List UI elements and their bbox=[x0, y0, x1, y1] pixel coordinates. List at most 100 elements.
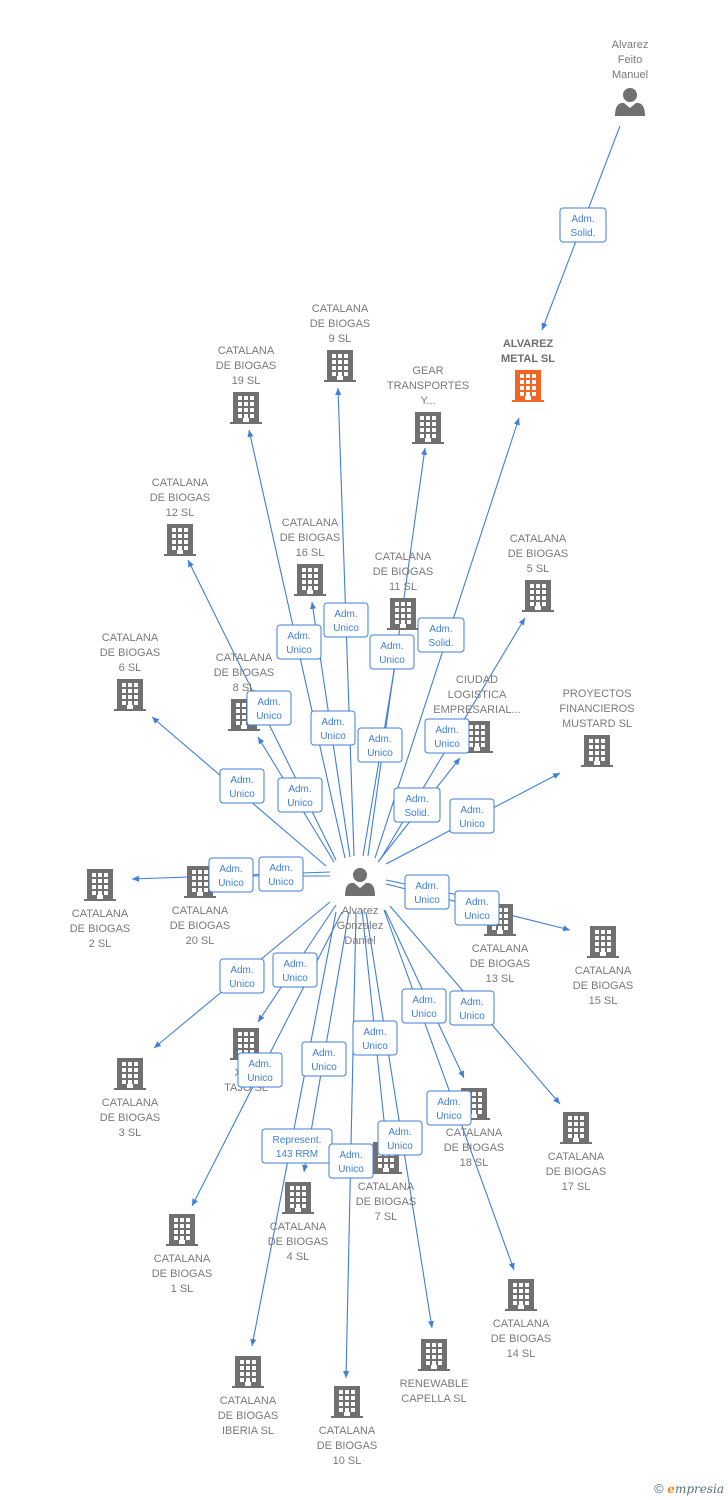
edge-label-line: Unico bbox=[459, 819, 485, 830]
edge-label-box bbox=[454, 890, 500, 926]
edge-label-daniel-cb12[interactable]: Adm.Unico bbox=[246, 690, 292, 726]
building-window bbox=[345, 1396, 349, 1400]
building-base bbox=[484, 934, 516, 936]
edge-label-daniel-cb1[interactable]: Adm.Unico bbox=[237, 1052, 283, 1088]
node-label-line: CATALANA bbox=[358, 1181, 415, 1193]
edge-label-line: Adm. bbox=[269, 863, 292, 874]
node-label-line: DE BIOGAS bbox=[491, 1333, 552, 1345]
building-window bbox=[302, 1204, 306, 1208]
building-window bbox=[574, 1128, 578, 1132]
building-window bbox=[246, 1378, 250, 1382]
building-window bbox=[478, 1092, 482, 1096]
building-icon bbox=[84, 869, 116, 901]
edge-label-box bbox=[219, 768, 265, 804]
edge-label-daniel-cb9[interactable]: Adm.Unico bbox=[323, 602, 369, 638]
edge-label-daniel-gear[interactable]: Adm.Unico bbox=[369, 634, 415, 670]
edge-label-daniel-cb4[interactable]: Adm.Unico bbox=[301, 1041, 347, 1077]
building-base bbox=[166, 1244, 198, 1246]
edge-label-daniel-cb11[interactable]: Adm.Unico bbox=[357, 727, 403, 763]
copyright-notice: © empresia bbox=[654, 1481, 724, 1496]
building-window bbox=[568, 1122, 572, 1126]
building-window bbox=[338, 372, 342, 376]
building-window bbox=[250, 396, 254, 400]
edge-label-daniel-cb6[interactable]: Adm.Unico bbox=[219, 768, 265, 804]
edge-label-line: Unico bbox=[287, 798, 313, 809]
edge-label-daniel-renew[interactable]: Adm.Unico bbox=[377, 1120, 423, 1156]
edge-label-daniel-cb7[interactable]: Adm.Unico bbox=[352, 1020, 398, 1056]
building-window bbox=[92, 873, 96, 877]
edge-label-daniel-cb2[interactable]: Adm.Unico bbox=[208, 857, 254, 893]
building-window bbox=[601, 930, 605, 934]
building-window bbox=[314, 568, 318, 572]
edge-label-daniel-cb5[interactable]: Adm.Solid. bbox=[393, 787, 441, 823]
node-label-line: CATALANA bbox=[375, 551, 432, 563]
building-window bbox=[469, 743, 473, 747]
edge-label-daniel-cb17[interactable]: Adm.Unico bbox=[449, 990, 495, 1026]
building-door bbox=[243, 418, 249, 422]
edge-label-daniel-cb13[interactable]: Adm.Unico bbox=[404, 874, 450, 910]
edge-label-daniel-iberia[interactable]: Represent.143 RRM bbox=[261, 1128, 333, 1164]
edge-label-daniel-cb15[interactable]: Adm.Unico bbox=[454, 890, 500, 926]
building-window bbox=[172, 528, 176, 532]
building-window bbox=[384, 1164, 388, 1168]
building-window bbox=[122, 1062, 126, 1066]
building-window bbox=[607, 930, 611, 934]
building-window bbox=[240, 1366, 244, 1370]
building-window bbox=[308, 568, 312, 572]
building-window bbox=[184, 546, 188, 550]
edge-label-daniel-cb10[interactable]: Adm.Unico bbox=[328, 1143, 374, 1179]
building-window bbox=[401, 608, 405, 612]
company-node-gear[interactable]: GEARTRANSPORTESY... bbox=[387, 365, 469, 444]
edge-label-daniel-cb8[interactable]: Adm.Unico bbox=[277, 777, 323, 813]
edge-label-daniel-xzm[interactable]: Adm.Unico bbox=[272, 952, 318, 988]
building-window bbox=[134, 683, 138, 687]
building-window bbox=[532, 380, 536, 384]
edge-label-daniel-alvmetal[interactable]: Adm.Solid. bbox=[417, 617, 465, 653]
edge-label-daniel-cb16[interactable]: Adm.Unico bbox=[310, 710, 356, 746]
company-node-ciudad[interactable]: CIUDADLOGISTICAEMPRESARIAL... bbox=[433, 674, 521, 753]
building-window bbox=[302, 1186, 306, 1190]
edge-label-daniel-cb3[interactable]: Adm.Unico bbox=[219, 958, 265, 994]
empresia-logo[interactable]: empresia bbox=[667, 1482, 724, 1496]
node-label-line: DE BIOGAS bbox=[546, 1166, 607, 1178]
edge-label-daniel-cb18[interactable]: Adm.Unico bbox=[401, 988, 447, 1024]
building-base bbox=[164, 554, 196, 556]
building-window bbox=[595, 942, 599, 946]
edge-label-daniel-cb19[interactable]: Adm.Unico bbox=[276, 624, 322, 660]
node-label-line: CATALANA bbox=[102, 632, 159, 644]
building-door bbox=[97, 895, 103, 899]
edge-label-daniel-proy[interactable]: Adm.Unico bbox=[449, 798, 495, 834]
edge-label-daniel-cb14[interactable]: Adm.Unico bbox=[426, 1090, 472, 1126]
edge-label-feito-alvmetal[interactable]: Adm.Solid. bbox=[559, 207, 607, 243]
edge-label-daniel-ciudad[interactable]: Adm.Unico bbox=[424, 718, 470, 754]
building-window bbox=[420, 428, 424, 432]
node-label-line: CATALANA bbox=[220, 1395, 277, 1407]
edge-label-daniel-cb20[interactable]: Adm.Unico bbox=[258, 856, 304, 892]
building-window bbox=[122, 701, 126, 705]
